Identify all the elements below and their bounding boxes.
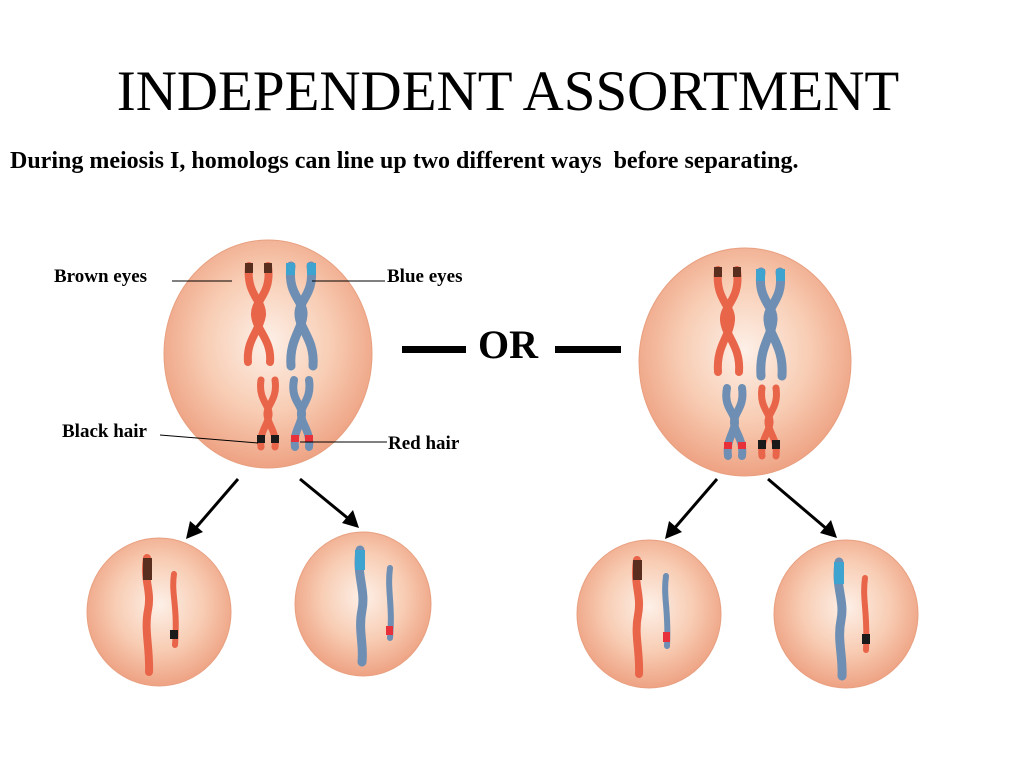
chromosome-small-orange-left bbox=[257, 376, 279, 451]
daughter-cell-2 bbox=[294, 531, 432, 677]
chromosome-small-blue-right bbox=[722, 384, 747, 460]
chromosome-large-orange-left bbox=[243, 262, 275, 366]
chromosome-small-orange-right bbox=[758, 384, 780, 460]
arrow-left-to-daughter-2 bbox=[299, 477, 359, 528]
or-bar-left bbox=[402, 346, 466, 353]
parent-cell-left bbox=[163, 239, 373, 469]
parent-cell-right bbox=[638, 247, 852, 477]
or-bar-right bbox=[555, 346, 621, 353]
daughter-cell-1 bbox=[86, 537, 232, 687]
arrow-right-to-daughter-3 bbox=[665, 478, 719, 539]
slide-subtitle: During meiosis I, homologs can line up t… bbox=[10, 148, 799, 174]
chromosome-small-blue-left bbox=[289, 376, 314, 451]
slide-title: INDEPENDENT ASSORTMENT bbox=[116, 60, 900, 123]
chromosome-large-blue-left bbox=[285, 261, 318, 371]
label-red-hair: Red hair bbox=[388, 433, 460, 454]
daughter-cell-4 bbox=[773, 539, 919, 689]
chromosome-large-orange-right bbox=[713, 266, 744, 376]
label-black-hair: Black hair bbox=[62, 421, 147, 442]
label-blue-eyes: Blue eyes bbox=[387, 266, 463, 287]
arrow-right-to-daughter-4 bbox=[767, 477, 837, 538]
chromosome-large-blue-right bbox=[755, 267, 787, 381]
daughter-cell-3 bbox=[576, 539, 722, 689]
arrow-left-to-daughter-1 bbox=[186, 478, 240, 539]
label-brown-eyes: Brown eyes bbox=[54, 266, 148, 287]
or-label: OR bbox=[478, 322, 538, 367]
black-hair-leader bbox=[159, 434, 259, 444]
